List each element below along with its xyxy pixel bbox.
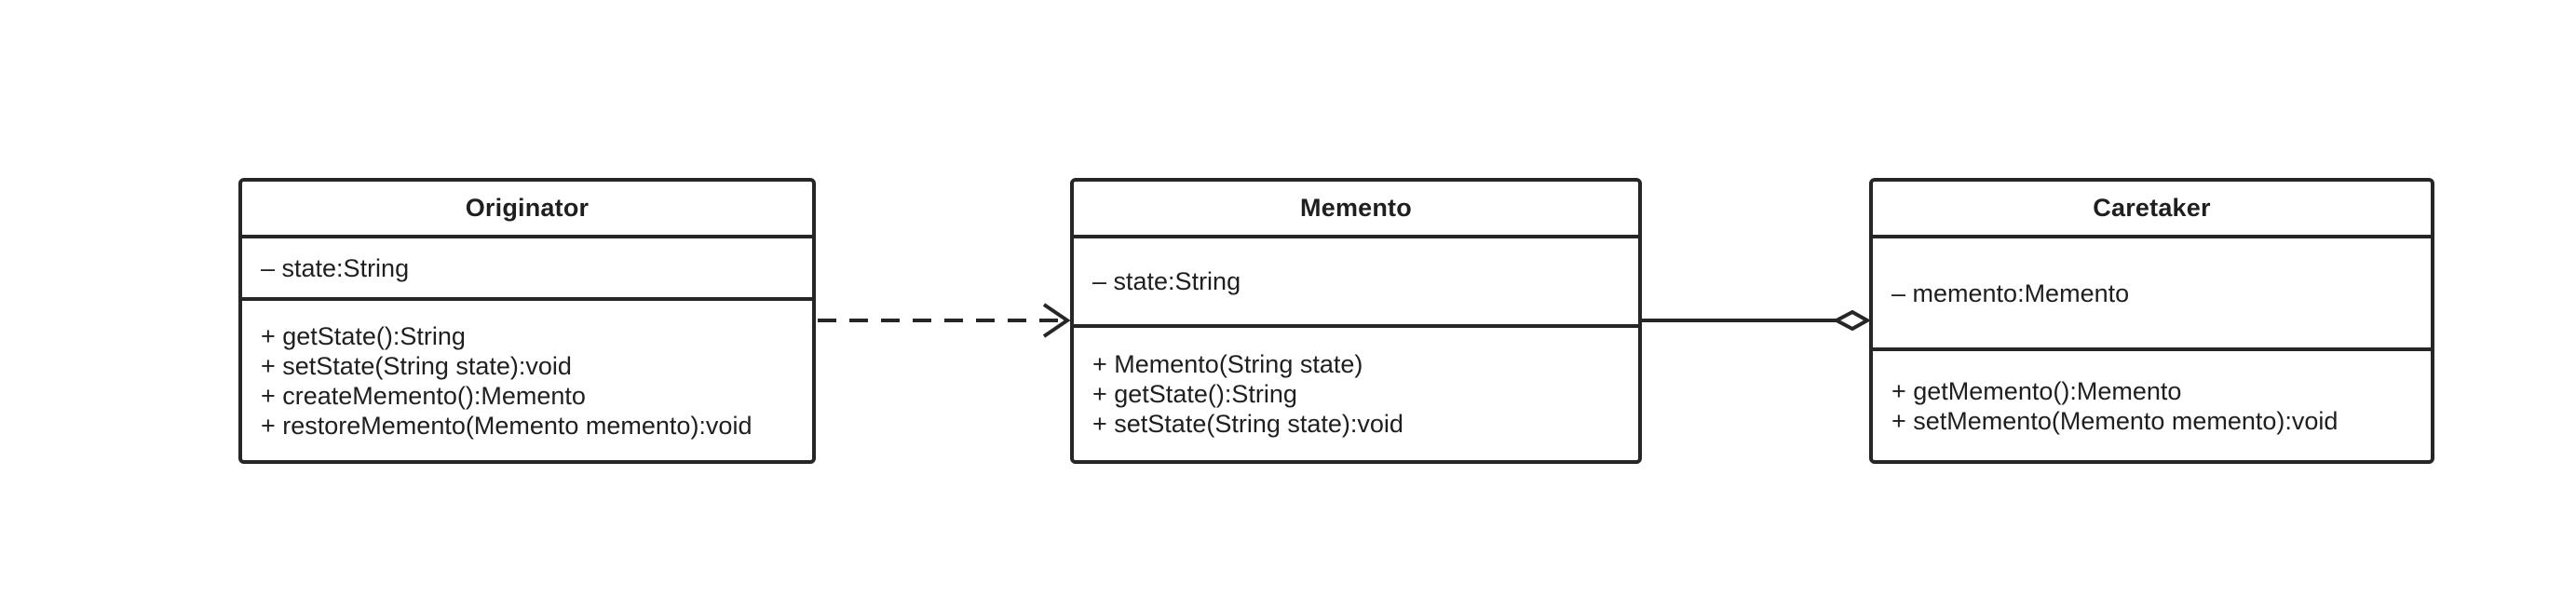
operation: + createMemento():Memento <box>261 381 586 410</box>
attribute: – state:String <box>1092 267 1241 295</box>
operation: + setMemento(Memento memento):void <box>1891 406 2339 435</box>
operation: + getMemento():Memento <box>1891 376 2182 405</box>
operation: + getState():String <box>261 321 466 350</box>
operation: + setState(String state):void <box>261 351 572 380</box>
hollow-diamond-icon <box>1832 309 1872 332</box>
attributes-compartment: – state:String <box>242 238 812 301</box>
class-name: Originator <box>242 182 812 238</box>
operations-compartment: + Memento(String state) + getState():Str… <box>1074 328 1638 460</box>
operation: + setState(String state):void <box>1092 410 1403 438</box>
operation: + restoreMemento(Memento memento):void <box>261 411 752 440</box>
class-name: Caretaker <box>1873 182 2431 238</box>
class-name: Memento <box>1074 182 1638 238</box>
aggregation-memento-caretaker <box>1642 309 1872 332</box>
class-box-originator[interactable]: Originator – state:String + getState():S… <box>238 178 816 464</box>
dependency-originator-memento <box>818 303 1071 338</box>
open-arrowhead-icon <box>1042 303 1071 338</box>
class-box-caretaker[interactable]: Caretaker – memento:Memento + getMemento… <box>1869 178 2434 464</box>
operation: + Memento(String state) <box>1092 350 1363 378</box>
operation: + getState():String <box>1092 380 1297 408</box>
attribute: – state:String <box>261 253 410 282</box>
attributes-compartment: – memento:Memento <box>1873 238 2431 351</box>
operations-compartment: + getMemento():Memento + setMemento(Meme… <box>1873 351 2431 460</box>
attributes-compartment: – state:String <box>1074 238 1638 328</box>
operations-compartment: + getState():String + setState(String st… <box>242 301 812 460</box>
attribute: – memento:Memento <box>1891 279 2130 307</box>
class-box-memento[interactable]: Memento – state:String + Memento(String … <box>1070 178 1642 464</box>
